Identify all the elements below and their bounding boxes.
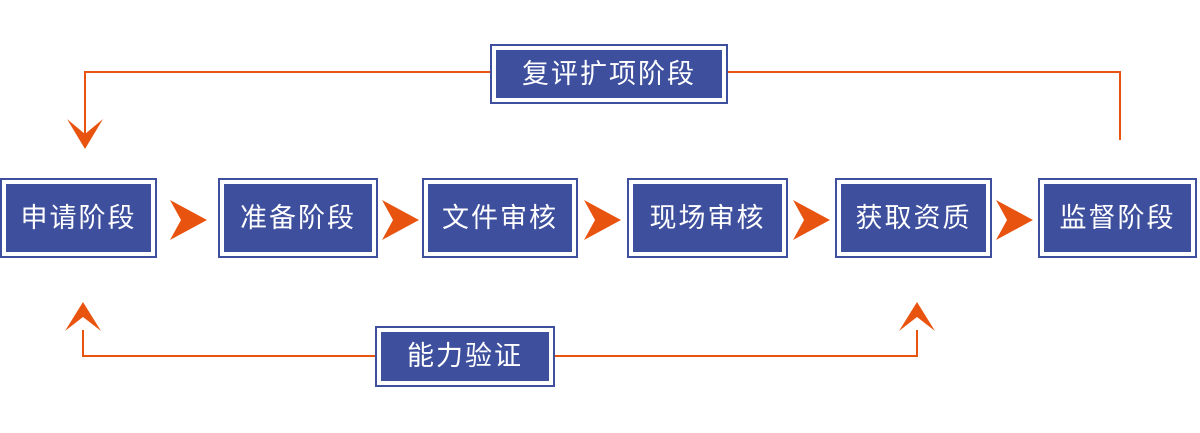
box-fill: 获取资质 — [841, 184, 986, 252]
stage-box-preparation: 准备阶段 — [218, 178, 378, 258]
stage-label: 获取资质 — [855, 202, 972, 233]
arrow-down-icon — [67, 119, 103, 149]
chevron-right-icon — [996, 200, 1033, 240]
reassessment-expansion-box: 复评扩项阶段 — [490, 44, 728, 104]
reassessment-expansion-label: 复评扩项阶段 — [522, 58, 696, 89]
stage-box-application: 申请阶段 — [0, 178, 157, 258]
stage-label: 监督阶段 — [1059, 202, 1176, 233]
arrow-up-icon — [899, 302, 935, 331]
stage-label: 准备阶段 — [240, 202, 356, 233]
chevron-right-icon — [382, 200, 419, 240]
stage-label: 申请阶段 — [20, 202, 137, 233]
stage-label: 现场审核 — [649, 202, 766, 233]
box-fill: 能力验证 — [381, 332, 549, 381]
box-fill: 文件审核 — [428, 184, 572, 252]
proficiency-testing-label: 能力验证 — [407, 341, 523, 371]
chevron-right-icon — [793, 200, 830, 240]
stage-box-obtain-qualification: 获取资质 — [835, 178, 992, 258]
stage-box-supervision: 监督阶段 — [1038, 178, 1197, 258]
arrow-up-icon — [65, 302, 101, 331]
stage-box-onsite-review: 现场审核 — [627, 178, 788, 258]
box-fill: 申请阶段 — [6, 184, 151, 252]
chevron-right-icon — [170, 200, 207, 240]
box-fill: 监督阶段 — [1044, 184, 1191, 252]
proficiency-testing-box: 能力验证 — [375, 326, 555, 387]
chevron-right-icon — [584, 200, 621, 240]
stage-box-document-review: 文件审核 — [422, 178, 578, 258]
box-fill: 现场审核 — [633, 184, 782, 252]
box-fill: 复评扩项阶段 — [496, 50, 722, 98]
box-fill: 准备阶段 — [224, 184, 372, 252]
stage-label: 文件审核 — [442, 202, 558, 233]
